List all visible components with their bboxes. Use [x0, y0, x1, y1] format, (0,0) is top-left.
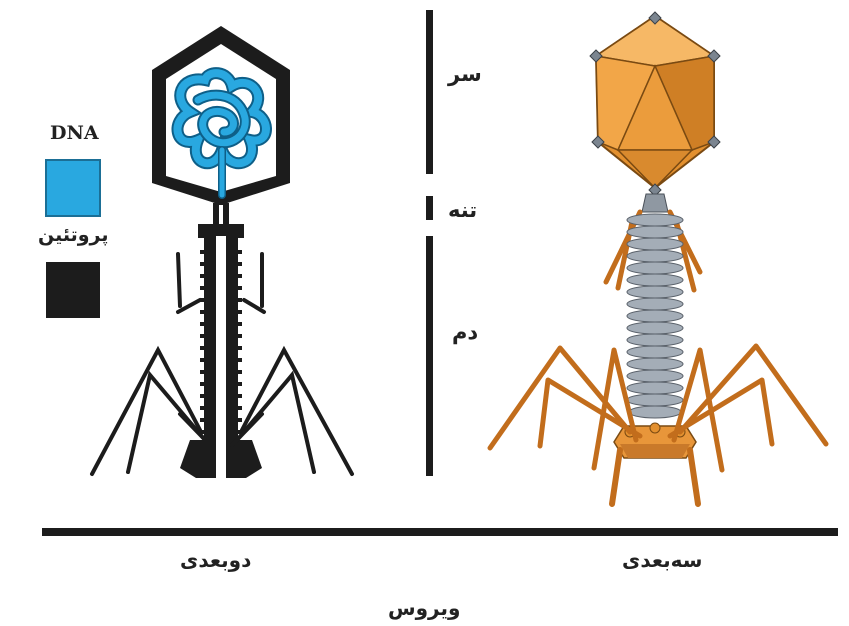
protein-legend-label: پروتئین [38, 224, 109, 246]
segment-bars [426, 10, 433, 476]
tail-segment-label: دم [452, 320, 478, 344]
phage-3d [490, 12, 826, 504]
baseline-bar [42, 528, 838, 536]
dna-swatch [46, 160, 100, 216]
diagram-title: ویروس [388, 596, 460, 620]
dna-legend-label: DNA [50, 122, 99, 144]
phage-2d [92, 26, 352, 484]
head-bar [426, 10, 433, 174]
protein-swatch [46, 262, 100, 318]
head-segment-label: سر [448, 62, 482, 86]
neck-bar [426, 196, 433, 220]
phage-3d-neck [642, 194, 668, 212]
neck-segment-label: تنه [448, 198, 477, 222]
phage-2d-collar [198, 224, 244, 238]
two-dimensional-caption: دوبعدی [180, 548, 251, 572]
tail-bar [426, 236, 433, 476]
three-dimensional-caption: سه‌بعدی [622, 548, 702, 572]
phage-3d-tail-sheath [627, 214, 683, 418]
